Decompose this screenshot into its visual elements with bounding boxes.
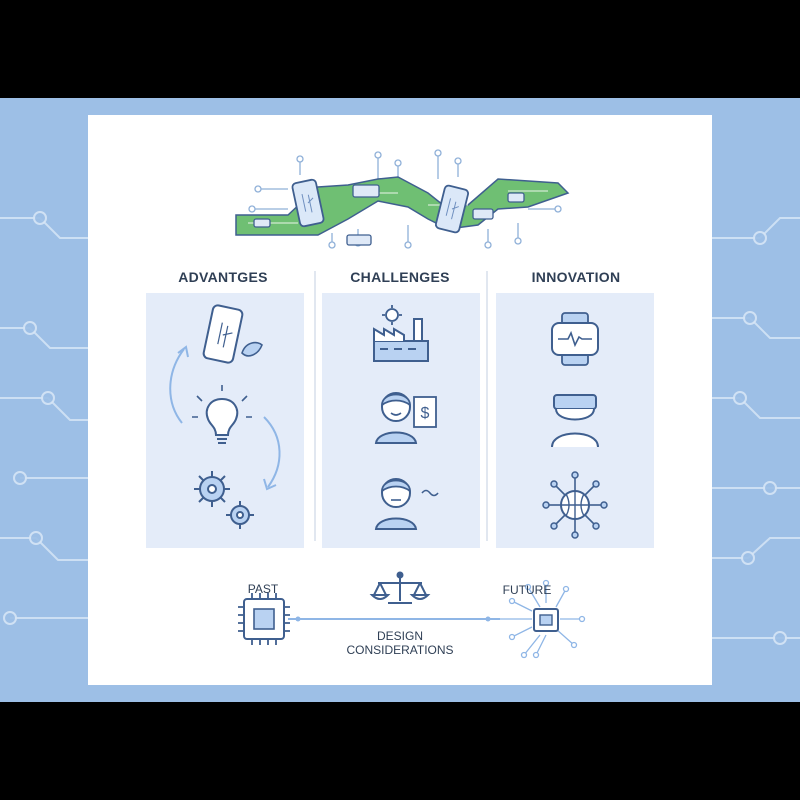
challenges-panel: $ — [322, 293, 480, 548]
column-divider — [314, 271, 316, 541]
person-dollar-icon: $ — [374, 392, 437, 444]
svg-text:$: $ — [421, 405, 430, 422]
infographic-card: ADVANTGES CHALLENGES INNOVATION — [88, 115, 712, 685]
timeline-past-label: PAST — [247, 582, 279, 596]
advantages-panel — [146, 293, 304, 548]
column-title-innovation: INNOVATION — [531, 269, 621, 285]
column-title-advantages: ADVANTGES — [178, 269, 268, 285]
circuit-board-illustration — [235, 149, 570, 249]
smartphone-leaf-icon — [202, 304, 263, 364]
scales-icon — [369, 571, 431, 604]
timeline-future-label: FUTURE — [502, 583, 552, 597]
circuit-chip-icon — [500, 579, 586, 659]
vr-headset-person-icon — [551, 394, 599, 448]
smartwatch-icon — [551, 312, 599, 366]
person-thinking-icon — [374, 478, 439, 530]
cycle-arrow — [263, 416, 281, 488]
phone-icon — [291, 178, 325, 228]
network-globe-icon — [542, 471, 608, 539]
column-title-challenges: CHALLENGES — [350, 269, 450, 285]
factory-icon — [373, 305, 429, 362]
design-label-line2: CONSIDERATIONS — [346, 643, 454, 657]
processor-chip-icon — [238, 593, 290, 645]
lightbulb-icon — [192, 385, 252, 444]
chip-icon — [253, 184, 525, 246]
timeline-graphic — [238, 571, 586, 659]
illustration-stage: ADVANTGES CHALLENGES INNOVATION — [0, 98, 800, 702]
design-label-line1: DESIGN — [376, 629, 423, 643]
cycle-arrow — [169, 348, 185, 424]
column-divider — [486, 271, 488, 541]
phone-icon — [434, 184, 470, 234]
innovation-panel — [496, 293, 654, 548]
background-circuit-traces — [0, 211, 800, 645]
gears-icon — [194, 471, 254, 529]
